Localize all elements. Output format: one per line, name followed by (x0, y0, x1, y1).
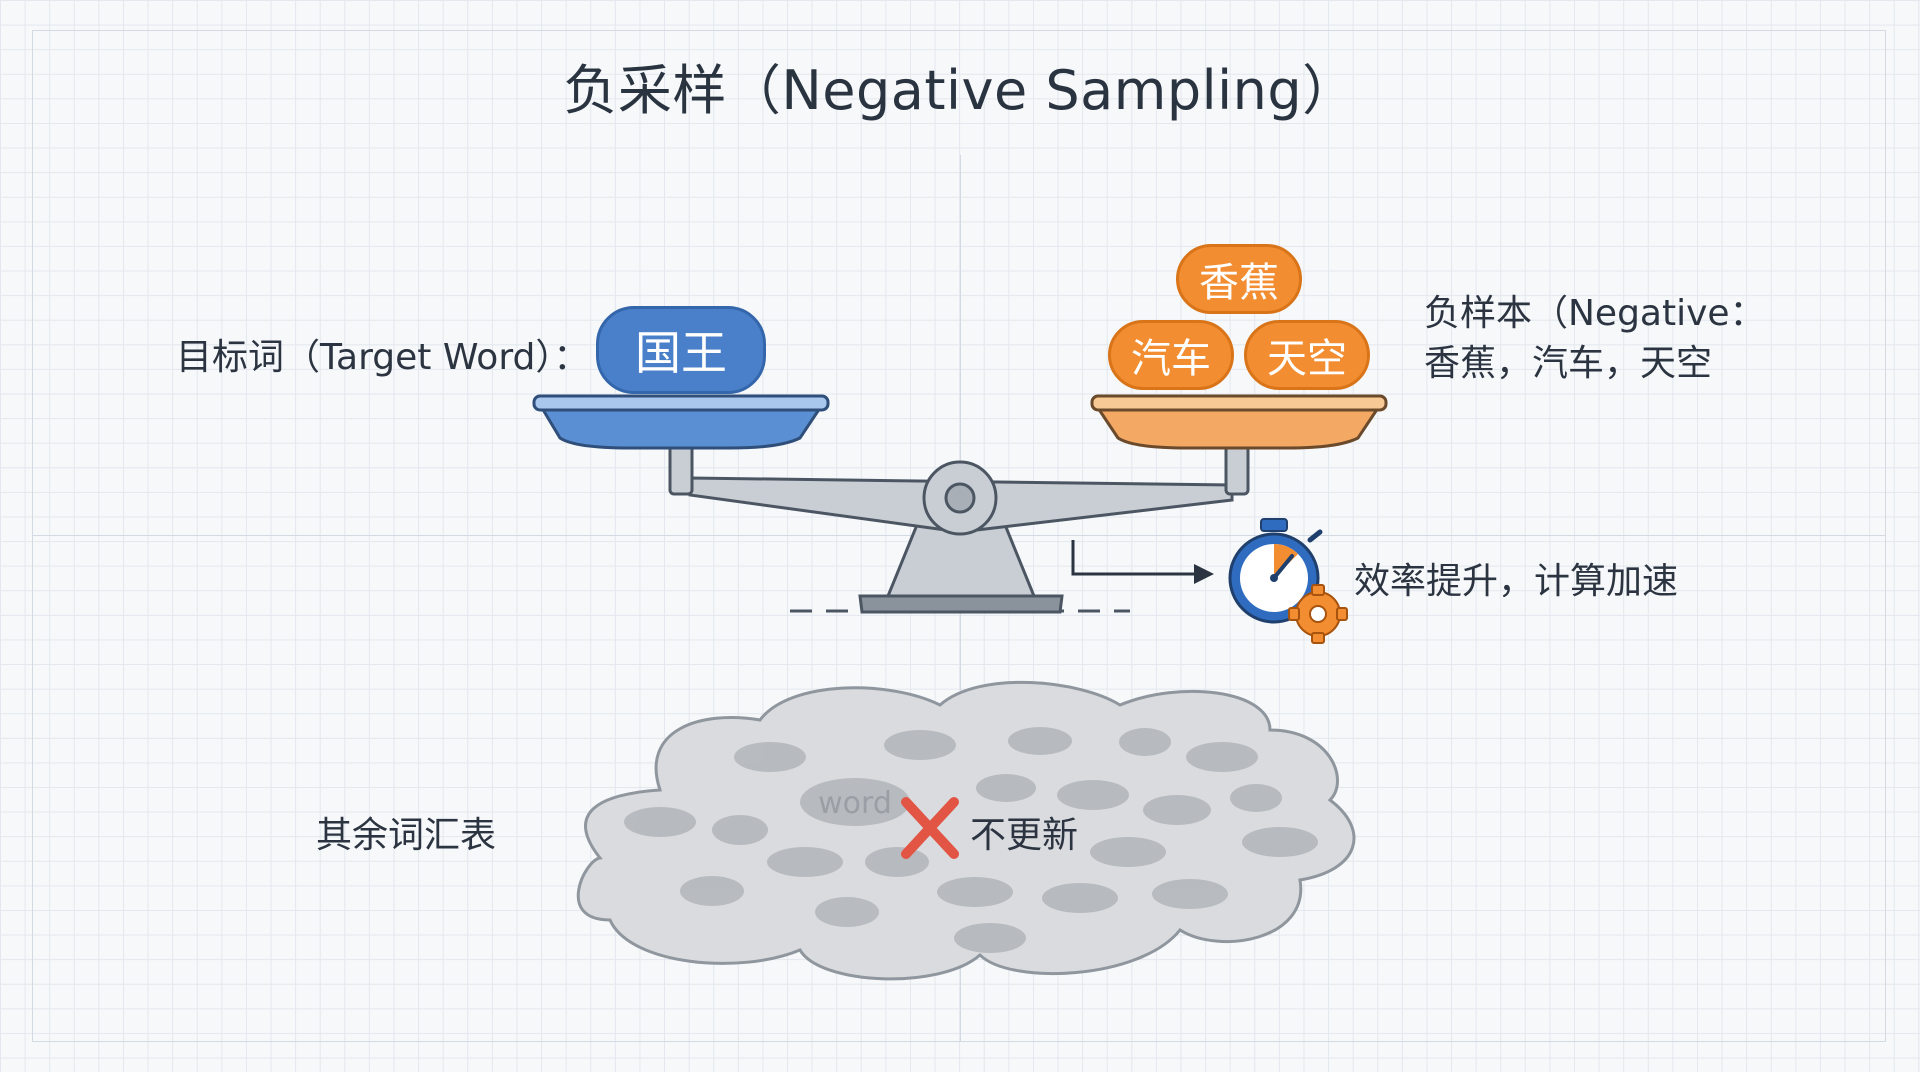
right-pan (1090, 394, 1388, 450)
left-pan (532, 394, 830, 450)
balance-scale-icon (668, 442, 1250, 614)
cross-icon (901, 797, 959, 859)
gear-icon (1288, 584, 1348, 644)
frame (32, 30, 1886, 1042)
efficiency-label: 效率提升，计算加速 (1354, 561, 1679, 602)
negative-word-pill-2: 汽车 (1108, 320, 1234, 390)
negative-word-text-1: 香蕉 (1199, 260, 1279, 306)
negative-label-line2: 香蕉，汽车，天空 (1424, 343, 1713, 384)
negative-word-text-3: 天空 (1267, 336, 1347, 382)
no-update-label: 不更新 (970, 815, 1079, 856)
arrow-head-icon (1194, 564, 1214, 584)
negative-word-pill-1: 香蕉 (1176, 244, 1302, 314)
vocabulary-label: 其余词汇表 (316, 815, 497, 856)
target-word-label: 目标词（Target Word）： (176, 337, 590, 378)
negative-word-text-2: 汽车 (1131, 336, 1211, 382)
arrow-line (1071, 540, 1200, 576)
vocabulary-cloud: word (576, 680, 1356, 981)
stopwatch-icon (1228, 518, 1323, 624)
negative-label-line1: 负样本（Negative： (1424, 293, 1766, 334)
vocab-word: word (818, 786, 892, 821)
target-word-text: 国王 (635, 326, 727, 380)
negative-word-pill-3: 天空 (1244, 320, 1370, 390)
target-word-pill: 国王 (596, 306, 766, 394)
page-title: 负采样（Negative Sampling） (563, 59, 1357, 122)
